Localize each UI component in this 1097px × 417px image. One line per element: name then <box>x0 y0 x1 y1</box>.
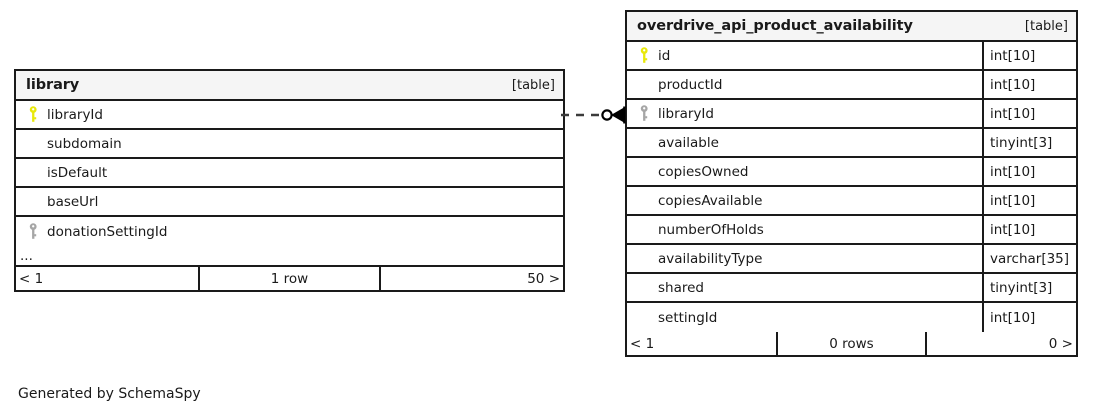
column-row[interactable]: baseUrl <box>16 188 563 217</box>
column-name-cell: settingId <box>627 303 982 332</box>
cardinality-many-crowsfoot <box>611 107 624 123</box>
column-name-cell: baseUrl <box>16 188 563 215</box>
pager-next-button[interactable]: 0 > <box>924 332 1076 355</box>
column-type-cell: int[10] <box>982 42 1076 69</box>
column-name-label: libraryId <box>658 105 714 122</box>
column-name-cell: donationSettingId <box>16 217 563 246</box>
column-name-label: settingId <box>658 309 718 326</box>
column-name-label: numberOfHolds <box>658 221 764 238</box>
column-name-cell: available <box>627 129 982 156</box>
entity-columns-list: libraryId subdomain isDefault baseUrl donati… <box>16 101 563 246</box>
truncation-row: ... <box>16 246 563 267</box>
column-row[interactable]: copiesAvailable int[10] <box>627 187 1076 216</box>
column-name-cell: libraryId <box>627 100 982 127</box>
entity-type-tag: [table] <box>1024 18 1068 34</box>
column-name-cell: shared <box>627 274 982 301</box>
column-row[interactable]: libraryId int[10] <box>627 100 1076 129</box>
entity-pager: < 1 1 row 50 > <box>16 267 563 290</box>
column-name-cell: numberOfHolds <box>627 216 982 243</box>
foreign-key-icon <box>635 105 653 122</box>
foreign-key-icon <box>24 223 42 240</box>
primary-key-icon <box>635 47 653 64</box>
column-type-cell: int[10] <box>982 303 1076 332</box>
entity-pager: < 1 0 rows 0 > <box>627 332 1076 355</box>
column-name-cell: id <box>627 42 982 69</box>
column-name-label: donationSettingId <box>47 223 168 240</box>
entity-type-tag: [table] <box>511 77 555 93</box>
column-row[interactable]: productId int[10] <box>627 71 1076 100</box>
column-name-cell: isDefault <box>16 159 563 186</box>
column-name-label: available <box>658 134 719 151</box>
pager-row-count: 0 rows <box>776 332 924 355</box>
entity-table-overdrive-api-product-availability[interactable]: overdrive_api_product_availability [tabl… <box>625 10 1078 357</box>
generated-by-credit: Generated by SchemaSpy <box>18 386 201 402</box>
column-type-cell: int[10] <box>982 71 1076 98</box>
column-name-label: copiesOwned <box>658 163 749 180</box>
column-name-label: productId <box>658 76 723 93</box>
column-row[interactable]: id int[10] <box>627 42 1076 71</box>
column-type-cell: tinyint[3] <box>982 129 1076 156</box>
entity-columns-list: id int[10] productId int[10] libraryId int[10… <box>627 42 1076 332</box>
column-name-cell: libraryId <box>16 101 563 128</box>
entity-title-bar: library [table] <box>16 71 563 101</box>
column-row[interactable]: copiesOwned int[10] <box>627 158 1076 187</box>
column-type-cell: int[10] <box>982 216 1076 243</box>
column-type-cell: int[10] <box>982 187 1076 214</box>
pager-prev-button[interactable]: < 1 <box>19 270 44 287</box>
entity-name: library <box>26 77 80 93</box>
column-name-label: shared <box>658 279 704 296</box>
column-name-cell: availabilityType <box>627 245 982 272</box>
column-name-cell: productId <box>627 71 982 98</box>
cardinality-zero-circle <box>601 109 613 121</box>
column-name-cell: subdomain <box>16 130 563 157</box>
column-name-cell: copiesAvailable <box>627 187 982 214</box>
column-row[interactable]: shared tinyint[3] <box>627 274 1076 303</box>
column-name-label: baseUrl <box>47 193 99 210</box>
column-name-label: isDefault <box>47 164 108 181</box>
column-row[interactable]: numberOfHolds int[10] <box>627 216 1076 245</box>
relationship-connector-library-to-overdrive[interactable] <box>560 104 630 126</box>
column-name-label: availabilityType <box>658 250 763 267</box>
column-type-cell: int[10] <box>982 158 1076 185</box>
pager-prev-button[interactable]: < 1 <box>630 335 655 352</box>
column-row[interactable]: subdomain <box>16 130 563 159</box>
column-row[interactable]: settingId int[10] <box>627 303 1076 332</box>
column-row[interactable]: available tinyint[3] <box>627 129 1076 158</box>
column-row[interactable]: availabilityType varchar[35] <box>627 245 1076 274</box>
primary-key-icon <box>24 106 42 123</box>
column-row[interactable]: libraryId <box>16 101 563 130</box>
column-name-label: libraryId <box>47 106 103 123</box>
column-type-cell: varchar[35] <box>982 245 1076 272</box>
column-name-cell: copiesOwned <box>627 158 982 185</box>
pager-row-count: 1 row <box>198 267 379 290</box>
entity-title-bar: overdrive_api_product_availability [tabl… <box>627 12 1076 42</box>
pager-next-button[interactable]: 50 > <box>379 267 563 290</box>
column-type-cell: tinyint[3] <box>982 274 1076 301</box>
column-name-label: id <box>658 47 671 64</box>
entity-table-library[interactable]: library [table] libraryId subdomain isDefa… <box>14 69 565 292</box>
entity-name: overdrive_api_product_availability <box>637 18 913 34</box>
column-name-label: subdomain <box>47 135 122 152</box>
column-name-label: copiesAvailable <box>658 192 763 209</box>
column-row[interactable]: donationSettingId <box>16 217 563 246</box>
column-row[interactable]: isDefault <box>16 159 563 188</box>
column-type-cell: int[10] <box>982 100 1076 127</box>
